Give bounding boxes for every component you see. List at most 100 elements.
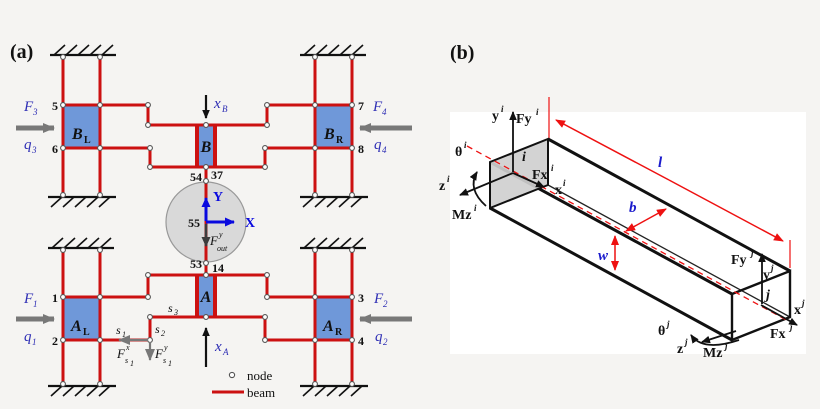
- svg-text:3: 3: [32, 107, 38, 117]
- svg-text:2: 2: [383, 299, 388, 309]
- block-AR-label: A: [322, 318, 334, 335]
- node-i-y-axis-label: y: [492, 109, 499, 124]
- output-force-label: F: [209, 233, 219, 248]
- block-AR-sub: R: [335, 327, 343, 338]
- svg-text:i: i: [551, 163, 554, 173]
- beam-end-face-j: [730, 269, 792, 342]
- svg-text:y: y: [163, 343, 168, 352]
- block-A-label: A: [200, 289, 212, 306]
- s2-label: s: [155, 322, 160, 336]
- block-BL-label: B: [71, 126, 83, 143]
- panel-b-tag: (b): [450, 42, 474, 64]
- dim-b-arrow-front: [625, 219, 647, 232]
- node-j-y-axis-label: y: [763, 268, 770, 283]
- force-q1-label: q: [24, 329, 32, 345]
- svg-text:1: 1: [168, 359, 172, 368]
- svg-text:1: 1: [122, 330, 126, 339]
- node-6-label: 6: [52, 142, 58, 156]
- force-q2-label: q: [375, 329, 383, 345]
- fs1x-label: F: [116, 346, 126, 361]
- force-arrows: [16, 95, 412, 367]
- svg-text:i: i: [447, 174, 450, 184]
- block-BR: [314, 104, 353, 149]
- node-j-x-axis-label: x: [794, 303, 801, 318]
- block-AL: [62, 296, 101, 341]
- node-i-label: i: [522, 150, 526, 165]
- input-xA-label: x: [214, 339, 222, 355]
- svg-text:2: 2: [161, 329, 165, 338]
- node-i-y-force-label: Fy: [516, 112, 532, 127]
- node-markers: [60, 54, 355, 387]
- svg-text:i: i: [501, 104, 504, 114]
- dim-b-arrow-back: [645, 208, 667, 221]
- stage-axis-labels: Y X F y out: [209, 190, 255, 253]
- svg-text:B: B: [222, 104, 228, 114]
- svg-text:out: out: [217, 244, 228, 253]
- svg-text:j: j: [683, 337, 688, 347]
- node-number-labels: 5 6 7 8 1 2 3 4 54 37 55 53 14: [52, 99, 364, 348]
- beam-cross-section-i: [489, 137, 549, 210]
- node-7-label: 7: [358, 99, 364, 113]
- force-q3-label: q: [24, 137, 32, 153]
- node-i-moment-arc: [469, 171, 487, 207]
- block-BL-sub: L: [84, 135, 91, 146]
- dim-l-label: l: [658, 155, 663, 171]
- node-j-z-axis-label: z: [677, 342, 683, 357]
- svg-text:j: j: [788, 322, 793, 332]
- svg-text:A: A: [222, 347, 229, 357]
- node-54-label: 54: [190, 170, 202, 184]
- beam-edge-bottom-back: [547, 184, 791, 318]
- force-F1-label: F: [23, 291, 34, 307]
- svg-text:j: j: [665, 319, 670, 329]
- svg-text:j: j: [723, 341, 728, 351]
- node-55-label: 55: [188, 216, 200, 230]
- s1-label: s: [116, 323, 121, 337]
- force-F4-label: F: [372, 99, 383, 115]
- node-14-label: 14: [212, 261, 224, 275]
- svg-text:1: 1: [33, 299, 38, 309]
- force-F2-label: F: [373, 291, 384, 307]
- node-j-x-axis-arrow: [760, 304, 798, 326]
- node-1-label: 1: [52, 291, 58, 305]
- svg-text:y: y: [218, 230, 223, 239]
- node-53-label: 53: [190, 257, 202, 271]
- block-B-label: B: [200, 139, 212, 156]
- node-i-x-axis-label: x: [555, 183, 562, 198]
- input-xB-label: x: [213, 96, 221, 112]
- panel-b-labels: y i Fy i i θ i z i Mz i Fx i x i l b w F…: [439, 104, 805, 361]
- node-i-x-force-label: Fx: [532, 168, 548, 183]
- node-3-label: 3: [358, 291, 364, 305]
- svg-text:3: 3: [31, 145, 37, 155]
- svg-text:2: 2: [383, 337, 388, 347]
- svg-text:i: i: [563, 178, 566, 188]
- node-j-moment-label: Mz: [703, 346, 722, 361]
- node-j-y-force-label: Fy: [731, 253, 747, 268]
- axis-Y-label: Y: [213, 190, 223, 205]
- panel-a-tag: (a): [10, 41, 33, 63]
- node-i-x-axis-arrow: [512, 172, 545, 188]
- node-i-moment-label: Mz: [452, 208, 471, 223]
- block-BR-sub: R: [336, 135, 344, 146]
- node-j-z-axis-arrow: [701, 330, 737, 344]
- node-37-label: 37: [211, 168, 223, 182]
- node-i-rotation-label: θ: [455, 145, 462, 160]
- svg-text:j: j: [769, 263, 774, 273]
- node-4-label: 4: [358, 334, 364, 348]
- beam-edge-bottom-front: [489, 206, 733, 342]
- svg-text:j: j: [800, 298, 805, 308]
- force-q4-label: q: [374, 137, 382, 153]
- svg-text:4: 4: [382, 107, 387, 117]
- svg-text:4: 4: [382, 145, 387, 155]
- beam-element-3d: [459, 97, 798, 346]
- node-j-rotation-label: θ: [658, 324, 665, 339]
- beam-centerline: [466, 145, 793, 324]
- force-F3-label: F: [23, 99, 34, 115]
- dim-b-label: b: [629, 200, 637, 216]
- block-BR-label: B: [323, 126, 335, 143]
- node-j-moment-arc: [690, 334, 740, 346]
- s3-label: s: [168, 301, 173, 315]
- svg-text:i: i: [464, 140, 467, 150]
- axis-X-label: X: [245, 216, 255, 231]
